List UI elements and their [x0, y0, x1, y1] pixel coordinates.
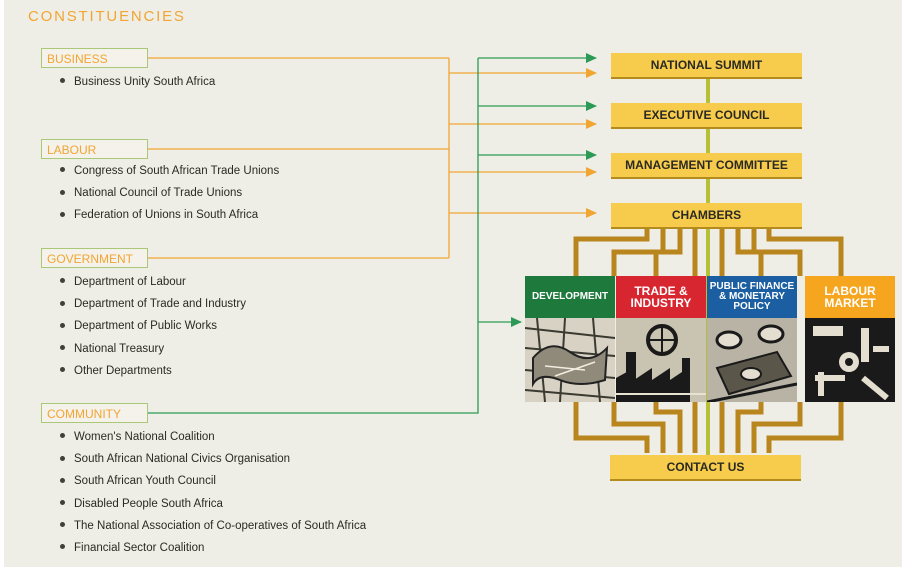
government-label[interactable]: GOVERNMENT — [41, 248, 148, 268]
public-finance-chamber[interactable]: PUBLIC FINANCE & MONETARY POLICY — [707, 276, 797, 402]
list-item: Department of Public Works — [60, 315, 246, 337]
development-chamber[interactable]: DEVELOPMENT — [525, 276, 615, 402]
business-members: Business Unity South Africa — [60, 71, 215, 93]
list-item: Disabled People South Africa — [60, 493, 366, 515]
management-committee-node[interactable]: MANAGEMENT COMMITTEE — [611, 153, 802, 177]
labour-members: Congress of South African Trade Unions N… — [60, 160, 279, 227]
business-label[interactable]: BUSINESS — [41, 48, 148, 68]
factory-artwork-icon — [616, 318, 706, 402]
community-label[interactable]: COMMUNITY — [41, 403, 148, 423]
contact-us-node[interactable]: CONTACT US — [610, 455, 801, 479]
list-item: Department of Trade and Industry — [60, 293, 246, 315]
coins-artwork-icon — [707, 318, 797, 402]
chamber-connectors — [573, 229, 844, 453]
list-item: Congress of South African Trade Unions — [60, 160, 279, 182]
list-item: Other Departments — [60, 360, 246, 382]
executive-council-node[interactable]: EXECUTIVE COUNCIL — [611, 103, 802, 127]
chambers-node[interactable]: CHAMBERS — [611, 203, 802, 227]
labour-label[interactable]: LABOUR — [41, 139, 148, 159]
trade-industry-title: TRADE & INDUSTRY — [616, 276, 706, 318]
development-title: DEVELOPMENT — [525, 276, 615, 318]
list-item: South African National Civics Organisati… — [60, 448, 366, 470]
list-item: South African Youth Council — [60, 470, 366, 492]
government-members: Department of Labour Department of Trade… — [60, 271, 246, 382]
green-bus-line — [147, 58, 479, 414]
community-members: Women's National Coalition South African… — [60, 426, 366, 559]
list-item: Financial Sector Coalition — [60, 537, 366, 559]
public-finance-title: PUBLIC FINANCE & MONETARY POLICY — [707, 276, 797, 318]
labour-market-chamber[interactable]: LABOUR MARKET — [805, 276, 895, 402]
list-item: The National Association of Co-operative… — [60, 515, 366, 537]
labour-market-title: LABOUR MARKET — [805, 276, 895, 318]
list-item: Business Unity South Africa — [60, 71, 215, 93]
map-artwork-icon — [525, 318, 615, 402]
list-item: Women's National Coalition — [60, 426, 366, 448]
trade-industry-chamber[interactable]: TRADE & INDUSTRY — [616, 276, 706, 402]
tools-artwork-icon — [805, 318, 895, 402]
constituencies-diagram: CONSTITUENCIES BUSINESS Business Unity S… — [4, 0, 902, 567]
list-item: National Treasury — [60, 338, 246, 360]
list-item: National Council of Trade Unions — [60, 182, 279, 204]
constituencies-heading: CONSTITUENCIES — [28, 8, 186, 25]
list-item: Federation of Unions in South Africa — [60, 204, 279, 226]
list-item: Department of Labour — [60, 271, 246, 293]
national-summit-node[interactable]: NATIONAL SUMMIT — [611, 53, 802, 77]
